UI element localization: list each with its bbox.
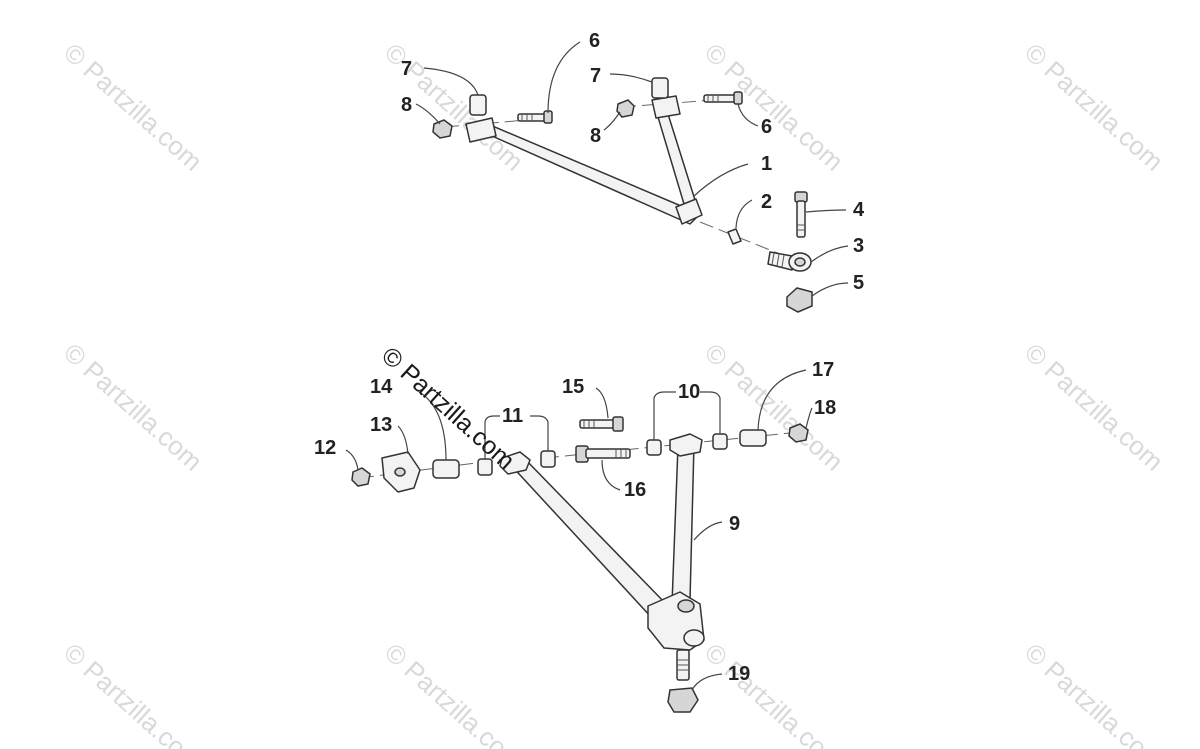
leader-5 — [811, 282, 849, 297]
upper-balljoint-axis — [699, 221, 791, 259]
callout-6a: 6 — [589, 30, 600, 52]
upper-bushing-front — [651, 77, 669, 99]
lower-sleeve-rear — [432, 459, 460, 479]
lower-ball-stud — [676, 649, 690, 681]
lower-nut-rear — [351, 467, 371, 487]
callout-4: 4 — [853, 199, 865, 221]
leader-7a — [423, 67, 479, 96]
callout-3: 3 — [853, 235, 864, 257]
upper-callouts: 1 2 3 4 5 6 6 7 7 8 8 — [401, 30, 865, 297]
callout-14: 14 — [370, 376, 393, 398]
upper-ball-joint — [767, 251, 812, 272]
callout-12: 12 — [314, 437, 336, 459]
callout-19: 19 — [728, 663, 750, 685]
leader-1 — [693, 163, 749, 197]
callout-5: 5 — [853, 272, 864, 294]
leader-13 — [397, 425, 409, 455]
leader-6b — [737, 103, 759, 127]
lower-knuckle-boss — [683, 629, 705, 647]
lower-castle-nut — [667, 687, 699, 713]
watermark-3: © Partzilla.com — [699, 37, 849, 177]
lower-bolt-upper — [579, 416, 624, 432]
upper-arm-rear-bracket — [465, 117, 497, 143]
callout-9: 9 — [729, 513, 740, 535]
upper-arm-end-sleeve — [675, 198, 703, 225]
upper-arm-front-tube — [657, 113, 696, 205]
upper-balljoint-nut — [786, 287, 813, 313]
upper-balljoint-bolt — [794, 191, 808, 238]
callout-16: 16 — [624, 479, 646, 501]
leader-15 — [595, 387, 609, 419]
lower-bolt-lower — [575, 445, 631, 463]
lower-knuckle-hole — [677, 599, 695, 613]
leader-3 — [810, 245, 849, 263]
leader-14 — [415, 389, 447, 461]
leader-18 — [805, 407, 813, 429]
lower-mount-bracket-hole — [394, 467, 406, 477]
upper-nut-front — [616, 99, 635, 118]
lower-arm-front-tube — [671, 443, 695, 605]
watermark-10: © Partzilla.com — [699, 637, 849, 749]
upper-nut-rear — [432, 119, 453, 139]
upper-spacer — [727, 228, 742, 245]
callout-13: 13 — [370, 414, 392, 436]
leader-2 — [735, 199, 753, 229]
watermark-11: © Partzilla.com — [1019, 637, 1169, 749]
upper-bolt-rear — [517, 110, 553, 124]
lower-arm-rear-housing — [499, 451, 531, 475]
leader-6a — [547, 41, 581, 114]
callout-8b: 8 — [590, 125, 601, 147]
callout-7a: 7 — [401, 58, 412, 80]
upper-bushing-rear — [469, 94, 487, 116]
callout-18: 18 — [814, 397, 836, 419]
lower-bushing-rear-b — [540, 450, 556, 468]
lower-callouts: 9 10 11 12 13 14 15 16 17 18 19 — [314, 359, 836, 691]
lower-bushing-front-a — [646, 439, 662, 456]
leader-7b — [609, 73, 653, 83]
callout-2: 2 — [761, 191, 772, 213]
leader-12 — [345, 449, 359, 471]
callout-17: 17 — [812, 359, 834, 381]
watermark-layer: © Partzilla.com © Partzilla.com © Partzi… — [58, 37, 1169, 749]
upper-arm-front-bracket — [651, 95, 681, 119]
callout-7b: 7 — [590, 65, 601, 87]
upper-bolt-front — [703, 91, 743, 105]
upper-a-arm-assembly — [432, 77, 813, 313]
leader-4 — [805, 209, 847, 213]
leader-8b — [603, 111, 621, 131]
watermark-1: © Partzilla.com — [58, 37, 208, 177]
lower-bushing-front-b — [712, 433, 728, 450]
watermark-4: © Partzilla.com — [1019, 37, 1169, 177]
leader-8a — [415, 103, 441, 125]
lower-arm-front-housing — [669, 433, 703, 457]
watermark-7: © Partzilla.com — [1019, 337, 1169, 477]
leader-10a — [653, 391, 676, 440]
leader-11b — [530, 415, 549, 451]
lower-sleeve-front — [739, 429, 767, 447]
callout-15: 15 — [562, 376, 584, 398]
callout-1: 1 — [761, 153, 772, 175]
leader-19 — [691, 673, 723, 691]
callout-10: 10 — [678, 381, 700, 403]
watermark-8: © Partzilla.com — [58, 637, 208, 749]
watermark-5: © Partzilla.com — [58, 337, 208, 477]
callout-6b: 6 — [761, 116, 772, 138]
callout-8a: 8 — [401, 94, 412, 116]
leader-11a — [484, 415, 500, 459]
watermark-9: © Partzilla.com — [379, 637, 529, 749]
leader-9 — [693, 521, 723, 541]
leader-16 — [601, 459, 621, 491]
lower-nut-front — [788, 423, 809, 443]
leader-10b — [700, 391, 721, 434]
callout-11: 11 — [502, 405, 523, 427]
lower-a-arm-assembly — [351, 416, 809, 713]
leader-17 — [757, 369, 807, 431]
